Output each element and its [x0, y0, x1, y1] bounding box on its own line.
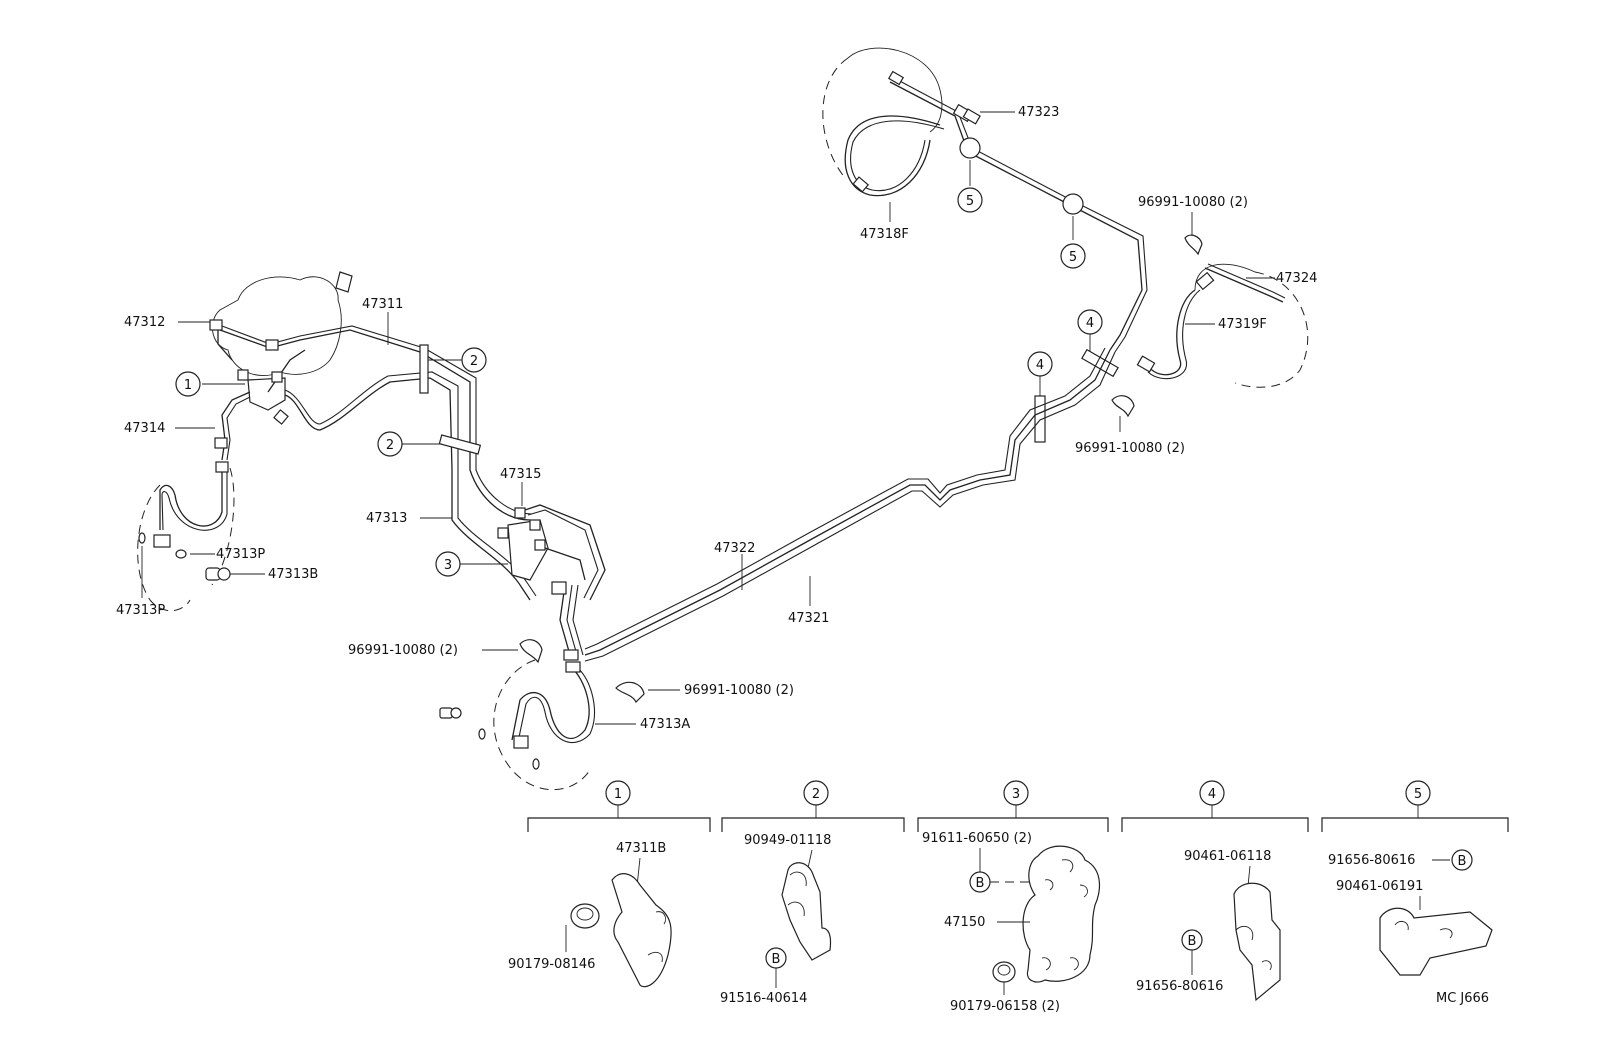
svg-text:1: 1	[614, 787, 622, 802]
master-cylinder-booster: 47312 47311 47314	[124, 271, 533, 521]
part-91656-80616-g4: 91656-80616	[1136, 979, 1223, 994]
svg-text:3: 3	[444, 558, 452, 573]
detail-group-3: 3 91611-60650 (2) B 47150 90179-06158 (2…	[917, 780, 1109, 1014]
front-left-drum: 47313P 47313B 47313P	[116, 461, 318, 618]
svg-text:5: 5	[966, 194, 974, 209]
clip-96991-right: 96991-10080 (2)	[1075, 395, 1185, 456]
clip-5-right	[1062, 193, 1084, 215]
front-line-47313: 47313	[366, 470, 537, 601]
label-47322: 47322	[714, 541, 755, 556]
label-47323: 47323	[1018, 105, 1059, 120]
detail-group-5: 5 91656-80616 B 90461-06191	[1321, 780, 1509, 976]
label-47314: 47314	[124, 421, 165, 436]
callout-3-main: 3	[435, 551, 508, 577]
callout-4-a: 4	[1077, 309, 1119, 378]
svg-text:2: 2	[386, 438, 394, 453]
label-96991-mid: 96991-10080 (2)	[684, 683, 794, 698]
svg-text:2: 2	[812, 787, 820, 802]
part-90461-06118: 90461-06118	[1184, 849, 1271, 864]
svg-text:B: B	[1458, 854, 1467, 869]
part-90179-08146: 90179-08146	[508, 957, 595, 972]
svg-text:B: B	[976, 876, 985, 891]
part-90179-06158: 90179-06158 (2)	[950, 999, 1060, 1014]
svg-text:4: 4	[1086, 316, 1094, 331]
part-90949-01118: 90949-01118	[744, 833, 831, 848]
label-47318F: 47318F	[860, 227, 909, 242]
clip-96991-mid: 96991-10080 (2)	[615, 681, 794, 704]
part-90461-06191: 90461-06191	[1336, 879, 1423, 894]
part-47150: 47150	[944, 915, 985, 930]
diagram-code: MC J666	[1436, 991, 1489, 1006]
label-47313A: 47313A	[640, 717, 690, 732]
label-47311: 47311	[362, 297, 403, 312]
rear-right-drum: 96991-10080 (2) 47324 47319F	[1136, 195, 1317, 388]
svg-text:B: B	[772, 952, 781, 967]
clip-96991-top	[1184, 234, 1203, 256]
label-47315: 47315	[500, 467, 541, 482]
label-47313P-b: 47313P	[116, 603, 165, 618]
label-47313B: 47313B	[268, 567, 318, 582]
label-96991-left: 96991-10080 (2)	[348, 643, 458, 658]
front-right-drum: 47313A	[439, 659, 690, 791]
callout-1-main: 1	[175, 371, 201, 397]
label-96991-right: 96991-10080 (2)	[1075, 441, 1185, 456]
svg-text:1: 1	[184, 378, 192, 393]
svg-text:4: 4	[1208, 787, 1216, 802]
svg-text:5: 5	[1414, 787, 1422, 802]
svg-text:4: 4	[1036, 358, 1044, 373]
pipes-47321-47322: 47322 47321	[584, 347, 1116, 662]
callout-5-b: 5	[1060, 243, 1086, 269]
clip-96991-left: 96991-10080 (2)	[348, 639, 543, 664]
part-91656-80616-g5: 91656-80616	[1328, 853, 1415, 868]
callout-4-b: 4	[1027, 351, 1053, 443]
svg-text:3: 3	[1012, 787, 1020, 802]
callout-5-a: 5	[957, 187, 983, 213]
callout-2-a: 2	[419, 344, 487, 394]
detail-group-2: 2 90949-01118 B 91516-40614	[720, 780, 905, 1006]
label-47312: 47312	[124, 315, 165, 330]
svg-text:B: B	[1188, 934, 1197, 949]
label-96991-top: 96991-10080 (2)	[1138, 195, 1248, 210]
callout-2-b: 2	[377, 431, 482, 457]
label-47313: 47313	[366, 511, 407, 526]
part-91516-40614: 91516-40614	[720, 991, 807, 1006]
junction-block-47315: 47315	[497, 467, 606, 661]
svg-text:2: 2	[470, 354, 478, 369]
label-47319F: 47319F	[1218, 317, 1267, 332]
proportioning-valve	[247, 377, 286, 411]
rear-left-drum: 47323 47318F	[822, 47, 1148, 353]
svg-text:5: 5	[1069, 250, 1077, 265]
part-91611-60650: 91611-60650 (2)	[922, 831, 1032, 846]
clip-5-top	[959, 137, 981, 159]
label-47313P-a: 47313P	[216, 547, 265, 562]
label-47324: 47324	[1276, 271, 1317, 286]
detail-group-4: 4 90461-06118 B 91656-80616	[1121, 780, 1309, 1002]
label-47321: 47321	[788, 611, 829, 626]
part-47311B: 47311B	[616, 841, 666, 856]
detail-group-1: 1 47311B 90179-08146	[508, 780, 711, 988]
